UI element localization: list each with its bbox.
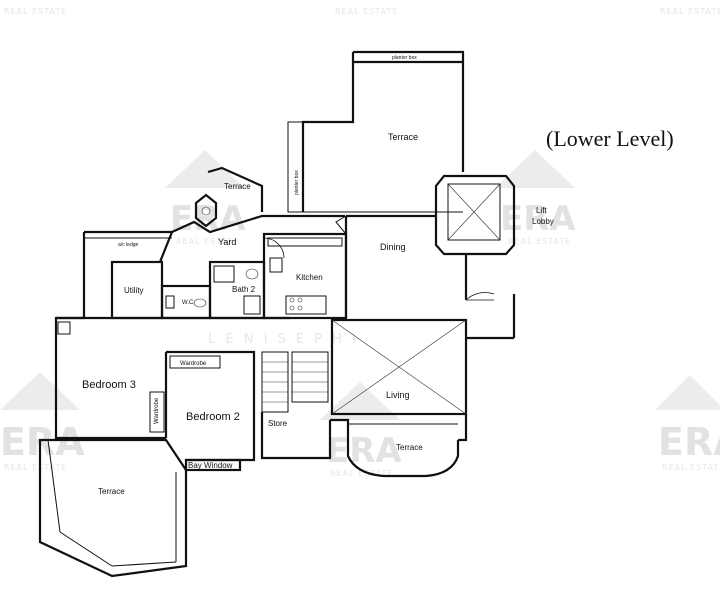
room-label-bedroom2: Bedroom 2 — [186, 411, 240, 423]
watermark-tagline: REAL ESTATE — [662, 463, 720, 472]
terrace-top-area: planter box planter box Terrace — [287, 50, 465, 213]
watermark-logo: ERA REAL ESTATE — [495, 150, 576, 246]
planter-box-label: planter box — [294, 170, 300, 195]
terrace-upper-left-area: Terrace — [194, 166, 264, 228]
service-block: a/c ledge Yard Utility W.C. Bath 2 — [82, 214, 345, 320]
watermark-logo: ERA REAL ESTATE — [655, 375, 720, 472]
watermark-brand: ERA — [170, 199, 246, 239]
room-label-terrace: Terrace — [388, 132, 418, 142]
room-label-store: Store — [268, 419, 288, 428]
watermark-tagline: REAL ESTATE — [335, 7, 398, 16]
bedroom2-area: Wardrobe Bedroom 2 Bay Window — [166, 350, 256, 472]
planter-box-label: planter box — [392, 55, 417, 61]
watermark-tagline: REAL ESTATE — [4, 463, 67, 472]
room-label-utility: Utility — [124, 286, 144, 295]
watermark-tagline: REAL ESTATE — [508, 237, 571, 246]
room-label-living: Living — [386, 390, 410, 400]
watermark-overlay: L E N I S E P H I — [208, 332, 359, 347]
bay-window-label: Bay Window — [188, 461, 233, 470]
ac-ledge-label: a/c ledge — [118, 242, 139, 248]
room-label-kitchen: Kitchen — [296, 273, 323, 282]
room-label-lift: Lift — [536, 206, 547, 215]
watermark-brand: ERA — [658, 420, 720, 464]
room-label-bath2: Bath 2 — [232, 285, 256, 294]
wardrobe-label: Wardrobe — [154, 397, 160, 424]
room-label-lobby: Lobby — [532, 217, 554, 226]
terrace-bottom-area: Terrace — [330, 414, 468, 478]
watermark-brand: ERA — [500, 199, 576, 239]
room-label-dining: Dining — [380, 242, 406, 252]
dining-area: Dining — [335, 214, 436, 318]
room-label-yard: Yard — [218, 237, 236, 247]
watermark-tagline: REAL ESTATE — [330, 469, 393, 478]
living-area: Living — [330, 318, 514, 416]
bedroom3-area: Wardrobe Bedroom 3 — [54, 316, 290, 440]
watermark-logo: ERA REAL ESTATE — [0, 372, 85, 472]
room-label-terrace-small: Terrace — [224, 182, 251, 191]
room-label-terrace-lower: Terrace — [98, 487, 125, 496]
level-title: (Lower Level) — [546, 126, 674, 151]
terrace-lower-left-area: Terrace — [38, 438, 188, 578]
room-label-terrace-bottom: Terrace — [396, 443, 423, 452]
watermark-brand: ERA — [326, 431, 402, 471]
kitchen-area: Kitchen — [262, 232, 348, 320]
lift-lobby-area: Lift Lobby — [434, 174, 554, 338]
watermark-layer: REAL ESTATE REAL ESTATE REAL ESTATE ERA … — [0, 7, 720, 478]
watermark-brand: ERA — [0, 420, 85, 464]
watermark-logo: ERA REAL ESTATE — [320, 382, 402, 478]
stairs-store-area: Store — [260, 351, 332, 460]
watermark-tagline: REAL ESTATE — [4, 7, 67, 16]
watermark-logo: ERA REAL ESTATE — [165, 150, 246, 246]
watermark-tagline: REAL ESTATE — [660, 7, 720, 16]
watermark-tagline: REAL ESTATE — [176, 237, 239, 246]
wardrobe-label: Wardrobe — [180, 361, 207, 367]
room-label-bedroom3: Bedroom 3 — [82, 379, 136, 391]
room-label-wc: W.C. — [182, 300, 195, 306]
